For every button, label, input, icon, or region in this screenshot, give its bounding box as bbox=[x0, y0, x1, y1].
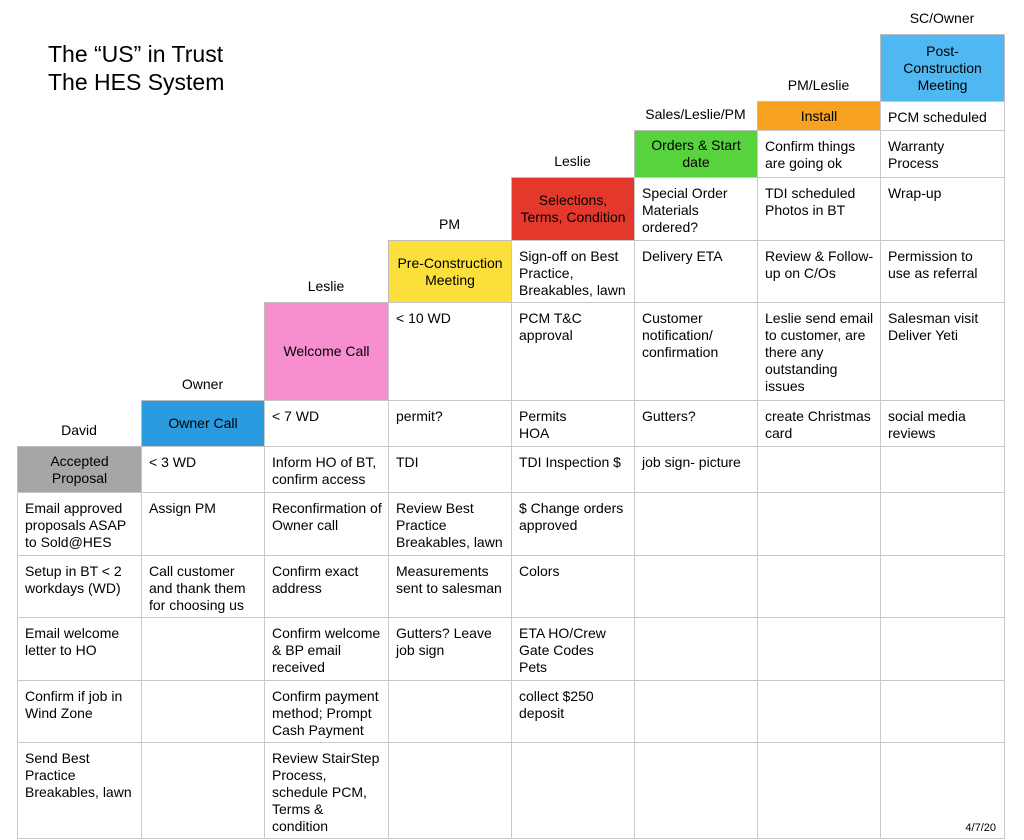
step-owner-label: PM/Leslie bbox=[787, 77, 850, 93]
step-header: Welcome Call bbox=[264, 302, 389, 401]
step-header: Orders & Start date bbox=[634, 130, 758, 178]
task-cell: Setup in BT < 2 workdays (WD) bbox=[17, 555, 142, 618]
task-cell: social media reviews bbox=[880, 400, 1005, 447]
page-title: The “US” in Trust The HES System bbox=[48, 40, 224, 96]
step-header: Install bbox=[757, 101, 881, 131]
task-cell bbox=[757, 446, 881, 493]
task-cell: Inform HO of BT, confirm access bbox=[264, 446, 389, 493]
task-cell bbox=[880, 555, 1005, 618]
task-cell bbox=[141, 742, 265, 839]
step-owner-label: Leslie bbox=[554, 153, 591, 169]
task-cell bbox=[757, 555, 881, 618]
task-cell bbox=[388, 742, 512, 839]
task-cell: Delivery ETA bbox=[634, 240, 758, 303]
task-cell: PCM T&C approval bbox=[511, 302, 635, 401]
task-cell: ETA HO/Crew Gate Codes Pets bbox=[511, 617, 635, 681]
task-cell: PCM scheduled bbox=[880, 101, 1005, 131]
task-cell: Customer notification/ confirmation bbox=[634, 302, 758, 401]
task-cell: Confirm payment method; Prompt Cash Paym… bbox=[264, 680, 389, 743]
task-cell bbox=[634, 680, 758, 743]
task-cell: Gutters? bbox=[634, 400, 758, 447]
task-cell bbox=[757, 742, 881, 839]
task-cell: Leslie send email to customer, are there… bbox=[757, 302, 881, 401]
task-cell: Confirm exact address bbox=[264, 555, 389, 618]
task-cell: Confirm welcome & BP email received bbox=[264, 617, 389, 681]
task-cell: create Christmas card bbox=[757, 400, 881, 447]
task-cell bbox=[388, 680, 512, 743]
task-cell: Gutters? Leave job sign bbox=[388, 617, 512, 681]
task-cell: Salesman visit Deliver Yeti bbox=[880, 302, 1005, 401]
step-owner-label: PM bbox=[439, 216, 460, 232]
task-cell bbox=[634, 492, 758, 556]
task-cell bbox=[634, 742, 758, 839]
task-cell bbox=[880, 742, 1005, 839]
task-cell: Permission to use as referral bbox=[880, 240, 1005, 303]
task-cell bbox=[757, 680, 881, 743]
task-cell: Special Order Materials ordered? bbox=[634, 177, 758, 241]
task-cell bbox=[880, 492, 1005, 556]
task-cell: Wrap-up bbox=[880, 177, 1005, 241]
step-owner-label: Sales/Leslie/PM bbox=[645, 106, 746, 122]
date-stamp: 4/7/20 bbox=[965, 822, 996, 834]
task-cell bbox=[757, 617, 881, 681]
task-cell: Email welcome letter to HO bbox=[17, 617, 142, 681]
task-cell: Colors bbox=[511, 555, 635, 618]
task-cell: Assign PM bbox=[141, 492, 265, 556]
title-line-1: The “US” in Trust bbox=[48, 41, 224, 67]
step-owner-label: David bbox=[61, 422, 97, 438]
task-cell bbox=[880, 446, 1005, 493]
task-cell: Reconfirmation of Owner call bbox=[264, 492, 389, 556]
task-cell: $ Change orders approved bbox=[511, 492, 635, 556]
task-cell: job sign- picture bbox=[634, 446, 758, 493]
task-cell bbox=[880, 680, 1005, 743]
step-header: Selections, Terms, Condition bbox=[511, 177, 635, 241]
step-header: Post-Construction Meeting bbox=[880, 34, 1005, 102]
title-line-2: The HES System bbox=[48, 69, 225, 95]
task-cell: Email approved proposals ASAP to Sold@HE… bbox=[17, 492, 142, 556]
task-cell bbox=[634, 617, 758, 681]
task-cell: Review Best Practice Breakables, lawn bbox=[388, 492, 512, 556]
task-cell bbox=[634, 555, 758, 618]
task-cell: TDI bbox=[388, 446, 512, 493]
task-cell: < 10 WD bbox=[388, 302, 512, 401]
task-cell: Send Best Practice Breakables, lawn bbox=[17, 742, 142, 839]
task-cell: TDI Inspection $ bbox=[511, 446, 635, 493]
step-header: Accepted Proposal bbox=[17, 446, 142, 493]
task-cell: Confirm if job in Wind Zone bbox=[17, 680, 142, 743]
task-cell: Confirm things are going ok bbox=[757, 130, 881, 178]
task-cell: Permits HOA bbox=[511, 400, 635, 447]
task-cell: Sign-off on Best Practice, Breakables, l… bbox=[511, 240, 635, 303]
task-cell bbox=[511, 742, 635, 839]
step-owner-label: SC/Owner bbox=[909, 10, 975, 26]
step-header: Pre-Construction Meeting bbox=[388, 240, 512, 303]
task-cell: permit? bbox=[388, 400, 512, 447]
task-cell: collect $250 deposit bbox=[511, 680, 635, 743]
task-cell: < 7 WD bbox=[264, 400, 389, 447]
task-cell: Measurements sent to salesman bbox=[388, 555, 512, 618]
task-cell bbox=[757, 492, 881, 556]
task-cell: TDI scheduled Photos in BT bbox=[757, 177, 881, 241]
task-cell: < 3 WD bbox=[141, 446, 265, 493]
task-cell: Review & Follow-up on C/Os bbox=[757, 240, 881, 303]
task-cell: Review StairStep Process, schedule PCM, … bbox=[264, 742, 389, 839]
task-cell bbox=[141, 680, 265, 743]
task-cell: Warranty Process bbox=[880, 130, 1005, 178]
task-cell bbox=[141, 617, 265, 681]
task-cell: Call customer and thank them for choosin… bbox=[141, 555, 265, 618]
step-owner-label: Owner bbox=[181, 376, 224, 392]
step-owner-label: Leslie bbox=[307, 278, 345, 294]
step-header: Owner Call bbox=[141, 400, 265, 447]
task-cell bbox=[880, 617, 1005, 681]
